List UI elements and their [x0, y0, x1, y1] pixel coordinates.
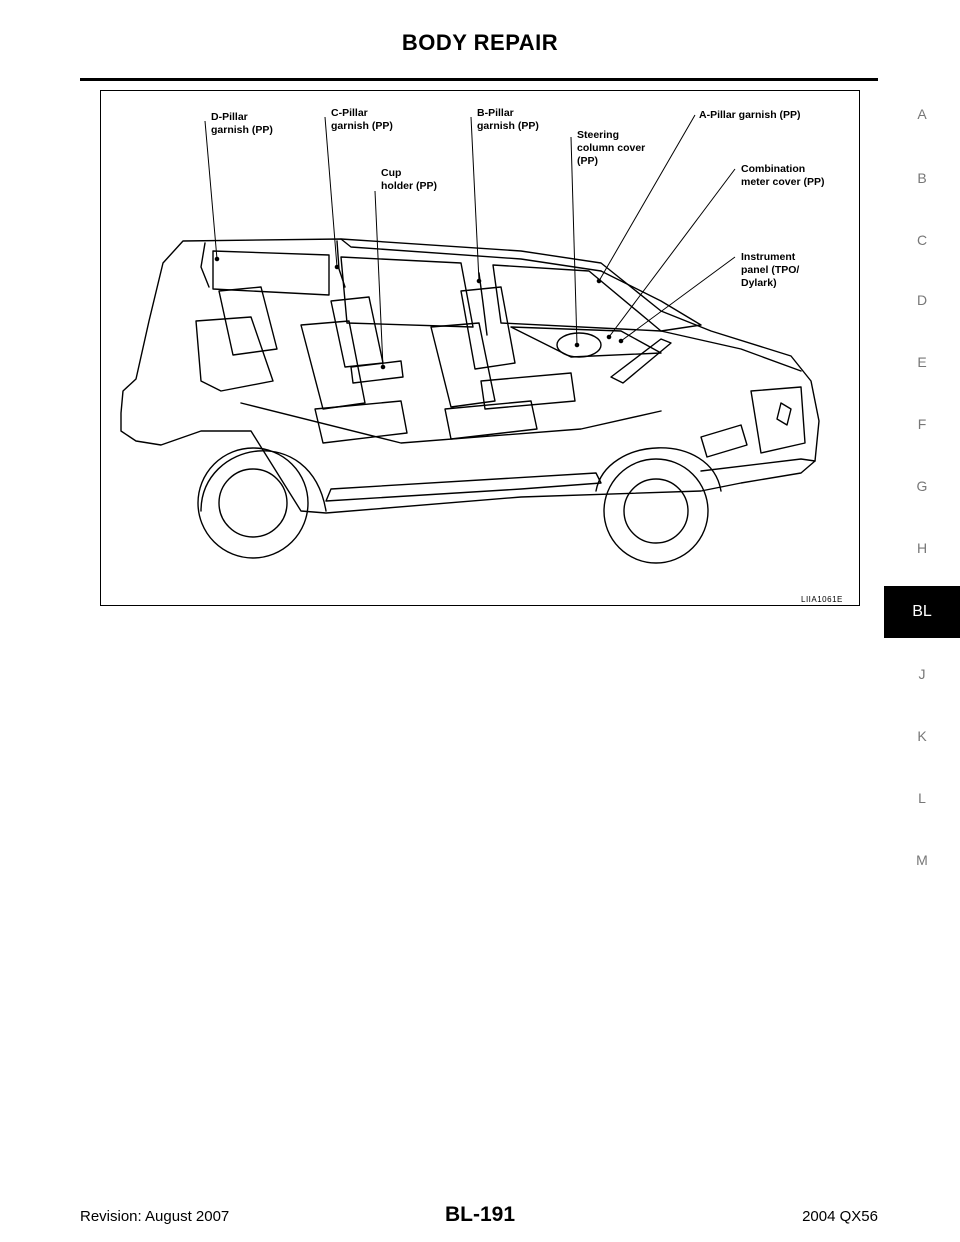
figure-box: D-Pillar garnish (PP) C-Pillar garnish (…: [100, 90, 860, 606]
leader-a-pillar: [598, 114, 696, 282]
footer-page-number: BL-191: [444, 1203, 516, 1226]
index-letter-a[interactable]: A: [917, 106, 927, 122]
index-letter-j[interactable]: J: [918, 666, 926, 682]
leader-dot-steering: [574, 342, 580, 348]
leader-dot-a-pillar: [596, 278, 602, 284]
figure-code: LIIA1061E: [801, 595, 843, 604]
leader-c-pillar: [324, 116, 338, 268]
leader-dot-b-pillar: [476, 278, 482, 284]
leader-combination: [608, 168, 736, 338]
index-letter-h[interactable]: H: [916, 540, 928, 556]
leader-dot-combination: [606, 334, 612, 340]
leader-b-pillar: [470, 116, 480, 282]
index-letter-d[interactable]: D: [916, 292, 928, 308]
front-seat-back: [430, 322, 496, 408]
callout-a-pillar: A-Pillar garnish (PP): [699, 109, 801, 121]
front-door-window: [492, 264, 662, 332]
front-wheel-arch: [595, 447, 722, 492]
running-board: [325, 472, 602, 502]
leader-instrument: [620, 256, 736, 342]
callout-instrument: Instrument panel (TPO/ Dylark): [741, 251, 800, 289]
second-row-seat-cushion: [314, 400, 408, 444]
callout-cup-holder: Cup holder (PP): [381, 167, 438, 192]
third-row-seat-back: [218, 286, 278, 356]
callout-steering: Steering column cover (PP): [577, 129, 646, 167]
footer-model: 2004 QX56: [802, 1208, 878, 1225]
leader-dot-d-pillar: [214, 256, 220, 262]
hood-line: [660, 330, 802, 372]
cup-holder-console: [350, 360, 404, 384]
front-wheel: [603, 458, 709, 564]
second-row-seat-back-2: [330, 296, 384, 368]
leader-d-pillar: [204, 120, 218, 260]
d-pillar-trim: [200, 242, 210, 288]
footer-revision: Revision: August 2007: [80, 1208, 230, 1225]
index-letter-e[interactable]: E: [917, 354, 927, 370]
leader-cup-holder: [374, 190, 384, 368]
leader-dot-c-pillar: [334, 264, 340, 270]
front-wheel-hub: [623, 478, 689, 544]
index-letter-l[interactable]: L: [918, 790, 926, 806]
grille-emblem: [776, 402, 792, 426]
side-index: A B C D E F G H BL J K L M: [884, 0, 960, 1242]
dashboard: [510, 326, 662, 358]
headlight: [700, 424, 748, 458]
vehicle-interior-illustration: [120, 114, 820, 564]
page-header-title: BODY REPAIR: [401, 30, 559, 55]
index-letter-bl-active[interactable]: BL: [884, 586, 960, 638]
index-letter-c[interactable]: C: [916, 232, 928, 248]
vehicle-body-outline: [120, 238, 820, 514]
callout-c-pillar: C-Pillar garnish (PP): [331, 107, 393, 132]
rear-window: [212, 250, 330, 296]
callout-combination: Combination meter cover (PP): [741, 163, 825, 188]
b-pillar-belt: [478, 272, 488, 336]
driver-seat-back: [460, 286, 516, 370]
front-seat-cushion: [444, 400, 538, 440]
c-pillar-trim: [336, 240, 346, 288]
leader-dot-instrument: [618, 338, 624, 344]
steering-wheel: [556, 332, 602, 358]
index-letter-m[interactable]: M: [916, 852, 928, 868]
leader-steering: [570, 136, 578, 346]
rear-wheel-arch: [200, 450, 327, 512]
hood-vent: [610, 338, 672, 384]
front-bumper: [700, 458, 816, 472]
callout-b-pillar: B-Pillar garnish (PP): [477, 107, 539, 132]
rear-wheel-hub: [218, 468, 288, 538]
callout-d-pillar: D-Pillar garnish (PP): [211, 111, 273, 136]
grille: [750, 386, 806, 454]
center-console: [480, 372, 576, 410]
index-letter-g[interactable]: G: [916, 478, 928, 494]
index-letter-f[interactable]: F: [917, 416, 927, 432]
mid-window: [340, 256, 474, 328]
index-letter-b[interactable]: B: [917, 170, 927, 186]
rear-wheel: [197, 447, 309, 559]
windshield: [600, 270, 702, 332]
header-rule: [80, 78, 878, 81]
second-row-seat-back: [300, 320, 366, 410]
index-letter-k[interactable]: K: [917, 728, 927, 744]
leader-dot-cup-holder: [380, 364, 386, 370]
third-row-seat: [195, 316, 274, 392]
floor-line: [240, 402, 662, 444]
roof-rail: [340, 238, 602, 272]
